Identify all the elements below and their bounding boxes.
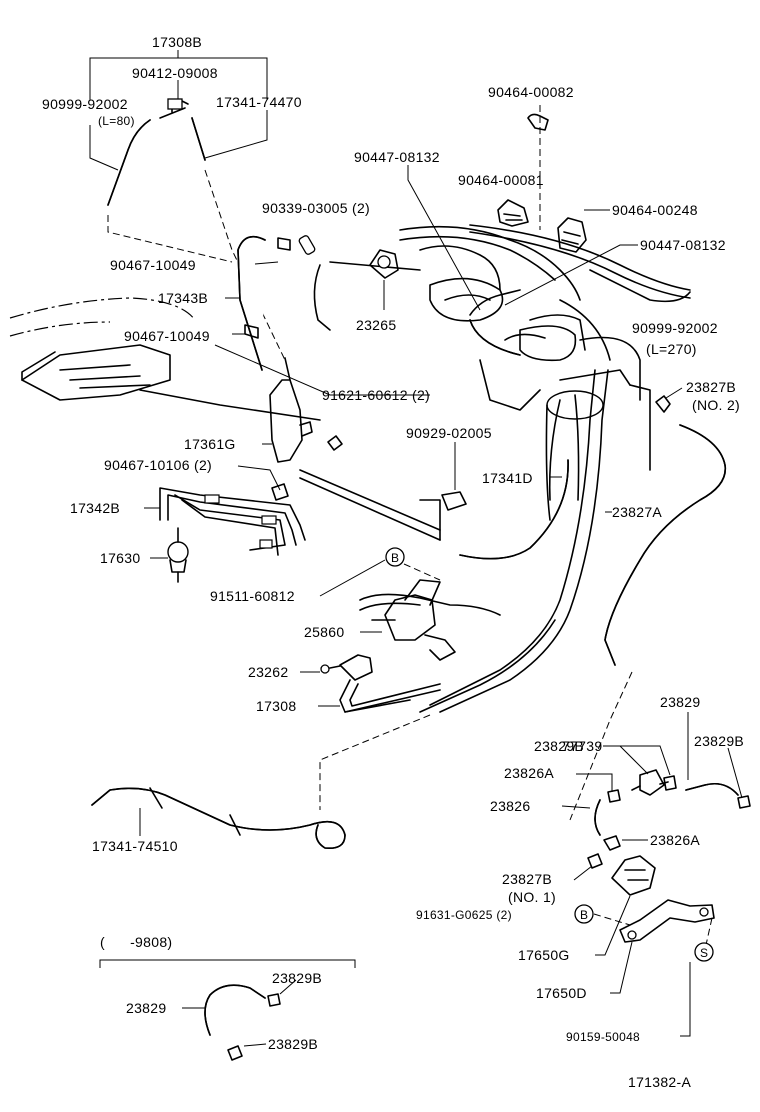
diagram-id: 171382-A (628, 1074, 691, 1090)
label-23829B-b: 23829B (694, 733, 744, 749)
label-23827A: 23827A (612, 504, 662, 520)
label-90464-00082: 90464-00082 (488, 84, 574, 100)
label-17343B: 17343B (158, 290, 208, 306)
label-23262: 23262 (248, 664, 288, 680)
label-inset-range: ( -9808) (100, 934, 172, 950)
label-90467-10106: 90467-10106 (2) (104, 457, 212, 473)
label-23827B-no1-sub: (NO. 1) (508, 889, 556, 905)
label-17342B: 17342B (70, 500, 120, 516)
clamp-90464-00248: 90464-00248 (557, 202, 698, 253)
label-90464-00248: 90464-00248 (612, 202, 698, 218)
hose-23827A: 23827B (NO. 2) 23827A (604, 379, 740, 666)
inset-9808: ( -9808) 23829B 23829 23829B (99, 934, 356, 1061)
group-lower-right: 23829B 23829 23829B (534, 694, 751, 1037)
label-17341-74510: 17341-74510 (92, 838, 178, 854)
label-17308: 17308 (256, 698, 296, 714)
hose-bundle-top (399, 224, 691, 361)
vsv-25860: 25860 (304, 579, 501, 661)
clamp-90464-00081: 90464-00081 (458, 172, 544, 227)
label-23827B-no2: 23827B (686, 379, 736, 395)
label-23827B-no1: 23827B (502, 871, 552, 887)
label-90467-10049-a: 90467-10049 (110, 257, 196, 273)
label-23829B-a: 23829B (534, 738, 584, 754)
label-17341-74470: 17341-74470 (216, 94, 302, 110)
label-inset-23829B-bot: 23829B (268, 1036, 318, 1052)
label-91631-G0625: 91631-G0625 (2) (416, 908, 512, 922)
pipe-17342B: 17342B (70, 487, 306, 556)
clamp-90464-00082: 90464-00082 (488, 84, 574, 230)
hose-17343B: 90467-10049 17343B 90467-10049 (110, 235, 291, 371)
hose-17341-74510: 17341-74510 (91, 787, 346, 854)
ref-circle-B-top (385, 547, 405, 567)
label-90447-08132-right: 90447-08132 (640, 237, 726, 253)
ref-B-bottom: B (580, 908, 588, 922)
filter-17630: 17630 (100, 527, 189, 583)
label-23826: 23826 (490, 798, 530, 814)
label-91511-60812: 91511-60812 (210, 588, 295, 604)
ref-S: S (700, 946, 708, 960)
pipe-17308: 17308 (256, 679, 441, 714)
canister-area (313, 245, 651, 471)
main-pipes (419, 369, 609, 713)
ref-circle-S (694, 942, 714, 962)
label-23265: 23265 (356, 317, 396, 333)
engine-outline (9, 297, 321, 421)
label-L80: (L=80) (98, 114, 135, 128)
label-90159-50048: 90159-50048 (566, 1030, 640, 1044)
label-23826A-b: 23826A (650, 832, 700, 848)
label-23827B-no2-sub: (NO. 2) (692, 397, 740, 413)
label-90412-09008: 90412-09008 (132, 65, 218, 81)
label-17308B: 17308B (152, 34, 202, 50)
label-90999-92002: 90999-92002 (42, 96, 128, 112)
label-17361G: 17361G (184, 436, 236, 452)
label-inset-23829: 23829 (126, 1000, 166, 1016)
hose-17341D: 17341D (459, 459, 569, 560)
label-25860: 25860 (304, 624, 344, 640)
label-90929-02005: 90929-02005 (406, 425, 492, 441)
valve-23262: 23262 (248, 654, 373, 681)
valve-23265: 23265 (356, 249, 399, 333)
label-17341D: 17341D (482, 470, 533, 486)
label-23829-top: 23829 (660, 694, 700, 710)
label-17630: 17630 (100, 550, 140, 566)
bracket-17361G: 17361G (184, 357, 343, 463)
ref-B-top: B (391, 551, 399, 565)
ref-circle-B-bottom (574, 904, 594, 924)
label-90999-92002-right: 90999-92002 (632, 320, 718, 336)
group-17308B: 17308B 90412-09008 90999-92002 (L=80) 17… (42, 34, 302, 206)
label-91621-60612: 91621-60612 (2) (322, 387, 430, 403)
label-23826A-a: 23826A (504, 765, 554, 781)
label-17650D: 17650D (536, 985, 587, 1001)
label-90447-08132-top: 90447-08132 (354, 149, 440, 165)
label-90467-10049-b: 90467-10049 (124, 328, 210, 344)
label-L270: (L=270) (646, 341, 697, 357)
label-90339-03005: 90339-03005 (2) (262, 200, 370, 216)
label-77739-visible: 77739 (562, 738, 602, 754)
label-90464-00081: 90464-00081 (458, 172, 544, 188)
plug-90339: 90339-03005 (2) (262, 200, 370, 255)
label-17650G: 17650G (518, 947, 570, 963)
label-inset-23829B-top: 23829B (272, 970, 322, 986)
